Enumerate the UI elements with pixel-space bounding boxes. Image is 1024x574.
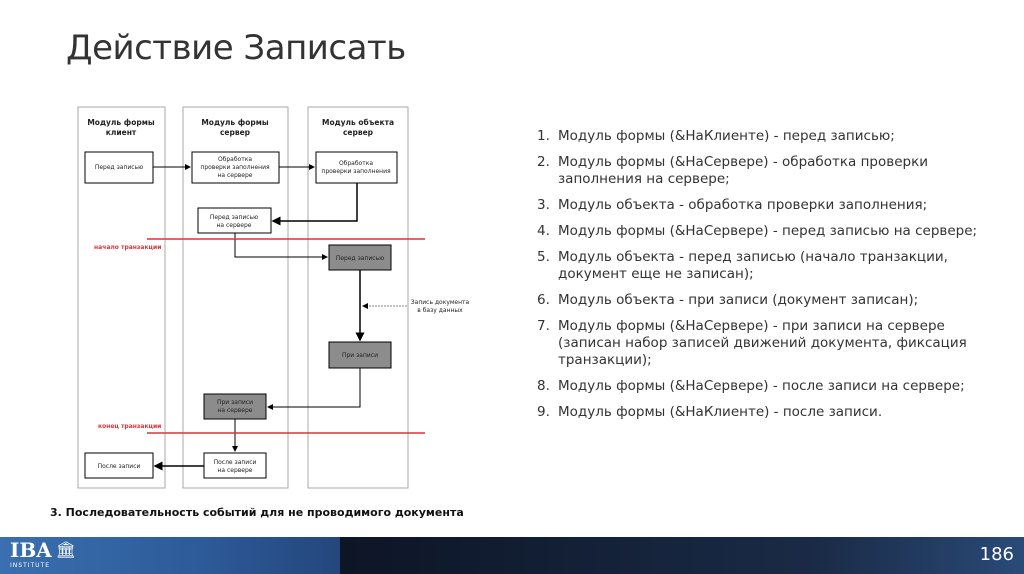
list-item: 1. Модуль формы (&НаКлиенте) - перед запи… [537,128,987,145]
box-label: проверки заполнения [200,164,270,171]
slide-title: Действие Записать [66,28,406,68]
list-item: 5. Модуль объекта - перед записью (начало… [537,249,987,283]
step-text: Модуль формы (&НаКлиенте) - после записи… [558,404,883,420]
box-label: Обработка [339,160,373,167]
lane-title: Модуль объекта [322,118,394,127]
box-client-before [84,151,154,184]
box-label: После записи [214,459,257,466]
lane-form-server [182,106,289,489]
lane-client [77,106,166,489]
step-text: Модуль формы (&НаСервере) - после записи… [558,378,965,394]
box-label: на сервере [217,172,252,179]
box-label: на сервере [217,467,252,474]
step-text: Модуль формы (&НаСервере) - при записи н… [558,318,967,368]
list-item: 6. Модуль объекта - при записи (документ … [537,292,987,309]
box-label: После записи [98,463,141,470]
lane-title: Модуль формы [201,118,269,127]
lane-title: сервер [220,128,251,137]
box-label: на сервере [216,222,251,229]
step-text: Модуль формы (&НаСервере) - обработка пр… [558,154,928,187]
lane-title: Модуль формы [87,118,155,127]
box-label: При записи [342,352,378,359]
db-note: Запись документа [411,299,470,306]
step-number: 7. [537,318,550,334]
arrow [271,183,358,226]
list-item: 8. Модуль формы (&НаСервере) - после запи… [537,378,987,395]
iba-logo: IBA INSTITUTE 🏛 [10,540,76,570]
box-label: Перед записью [336,255,384,262]
box-server-after [203,452,267,479]
step-number: 5. [537,249,550,265]
step-number: 2. [537,154,550,170]
logo-subtext: INSTITUTE [10,562,51,569]
list-item: 9. Модуль формы (&НаКлиенте) - после запи… [537,404,987,421]
box-object-on-write [328,341,392,369]
box-server-on-write [203,393,267,420]
step-text: Модуль объекта - при записи (документ за… [558,292,919,308]
logo-text: IBA [10,538,52,562]
step-number: 4. [537,223,550,239]
box-label: При записи [217,399,253,406]
lane-title: сервер [343,128,374,137]
arrow [234,233,328,260]
box-object-before [328,244,392,271]
footer-right [340,537,1024,574]
box-label: Перед записью [210,214,258,221]
step-text: Модуль объекта - обработка проверки запо… [558,197,928,213]
step-number: 8. [537,378,550,394]
box-object-check [315,151,398,184]
box-label: проверки заполнения [321,168,391,175]
lane-object-server [307,106,409,489]
lane-title: клиент [106,128,137,137]
box-label: Перед записью [95,164,143,171]
box-label: на сервере [217,407,252,414]
box-label: Обработка [218,156,252,163]
page-number: 186 [979,544,1014,565]
step-text: Модуль формы (&НаКлиенте) - перед запись… [558,128,895,144]
step-number: 1. [537,128,550,144]
steps-list: 1. Модуль формы (&НаКлиенте) - перед запи… [537,128,987,430]
sequence-diagram: Модуль формы клиент Модуль формы сервер … [77,106,470,489]
footer-left [0,537,340,574]
list-item: 7. Модуль формы (&НаСервере) - при записи… [537,318,987,369]
step-text: Модуль объекта - перед записью (начало т… [558,249,948,282]
step-number: 6. [537,292,550,308]
db-note: в базу данных [417,307,463,314]
transaction-start-label: начало транзакции [94,244,161,251]
list-item: 3. Модуль объекта - обработка проверки за… [537,197,987,214]
arrow [267,368,361,410]
box-client-after [84,452,154,479]
list-item: 2. Модуль формы (&НаСервере) - обработка … [537,154,987,188]
step-text: Модуль формы (&НаСервере) - перед запись… [558,223,978,239]
building-icon: 🏛 [55,540,77,559]
box-server-check [191,151,280,184]
step-number: 3. [537,197,550,213]
figure-caption: 3. Последовательность событий для не про… [50,506,464,519]
step-number: 9. [537,404,550,420]
transaction-end-label: конец транзакции [98,423,161,430]
list-item: 4. Модуль формы (&НаСервере) - перед запи… [537,223,987,240]
